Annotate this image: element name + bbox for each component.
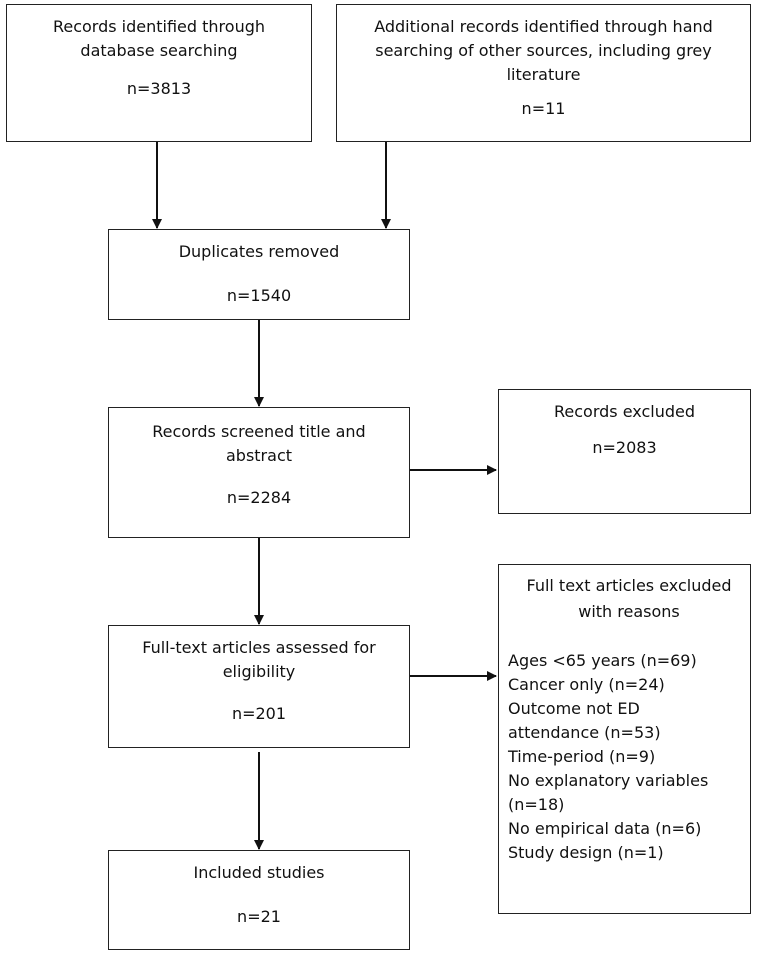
additional-records-box: Additional records identified through ha… bbox=[336, 4, 751, 142]
records-excluded-line-1: Records excluded bbox=[554, 402, 695, 421]
fulltext-assessed-line-2: eligibility bbox=[222, 662, 296, 681]
included-studies-count: n=21 bbox=[237, 907, 281, 926]
additional-records-count: n=11 bbox=[521, 99, 566, 118]
fulltext-excluded-box: Full text articles excluded with reasons… bbox=[498, 564, 751, 914]
included-studies-box: Included studies n=21 bbox=[108, 850, 410, 950]
records-database-box: Records identified through database sear… bbox=[6, 4, 312, 142]
included-studies-line-1: Included studies bbox=[193, 863, 325, 882]
records-excluded-count: n=2083 bbox=[592, 438, 657, 457]
exclusion-reason-explanatory-cont: (n=18) bbox=[508, 795, 565, 814]
fulltext-excluded-heading-1: Full text articles excluded bbox=[526, 576, 732, 595]
fulltext-excluded-heading-2: with reasons bbox=[578, 602, 680, 621]
duplicates-removed-box: Duplicates removed n=1540 bbox=[108, 229, 410, 320]
exclusion-reason-time-period: Time-period (n=9) bbox=[508, 747, 656, 766]
exclusion-reason-outcome: Outcome not ED bbox=[508, 699, 640, 718]
fulltext-assessed-count: n=201 bbox=[231, 704, 287, 723]
exclusion-reason-study-design: Study design (n=1) bbox=[508, 843, 664, 862]
exclusion-reason-age: Ages <65 years (n=69) bbox=[508, 651, 697, 670]
records-screened-line-2: abstract bbox=[225, 446, 293, 465]
exclusion-reason-explanatory: No explanatory variables bbox=[508, 771, 709, 790]
fulltext-assessed-box: Full-text articles assessed for eligibil… bbox=[108, 625, 410, 748]
duplicates-removed-count: n=1540 bbox=[226, 286, 292, 305]
records-database-line-2: database searching bbox=[80, 41, 238, 60]
exclusion-reasons-list: Ages <65 years (n=69) Cancer only (n=24)… bbox=[508, 649, 750, 865]
fulltext-assessed-line-1: Full-text articles assessed for bbox=[142, 638, 376, 657]
records-excluded-box: Records excluded n=2083 bbox=[498, 389, 751, 514]
records-database-count: n=3813 bbox=[126, 79, 192, 98]
exclusion-reason-outcome-cont: attendance (n=53) bbox=[508, 723, 661, 742]
additional-records-line-3: literature bbox=[506, 65, 581, 84]
records-screened-line-1: Records screened title and bbox=[152, 422, 366, 441]
additional-records-line-1: Additional records identified through ha… bbox=[374, 17, 713, 36]
exclusion-reason-empirical: No empirical data (n=6) bbox=[508, 819, 702, 838]
records-screened-count: n=2284 bbox=[226, 488, 292, 507]
additional-records-line-2: searching of other sources, including gr… bbox=[375, 41, 712, 60]
exclusion-reason-cancer: Cancer only (n=24) bbox=[508, 675, 665, 694]
records-screened-box: Records screened title and abstract n=22… bbox=[108, 407, 410, 538]
records-database-line-1: Records identified through bbox=[52, 17, 266, 36]
duplicates-removed-line-1: Duplicates removed bbox=[178, 242, 340, 261]
